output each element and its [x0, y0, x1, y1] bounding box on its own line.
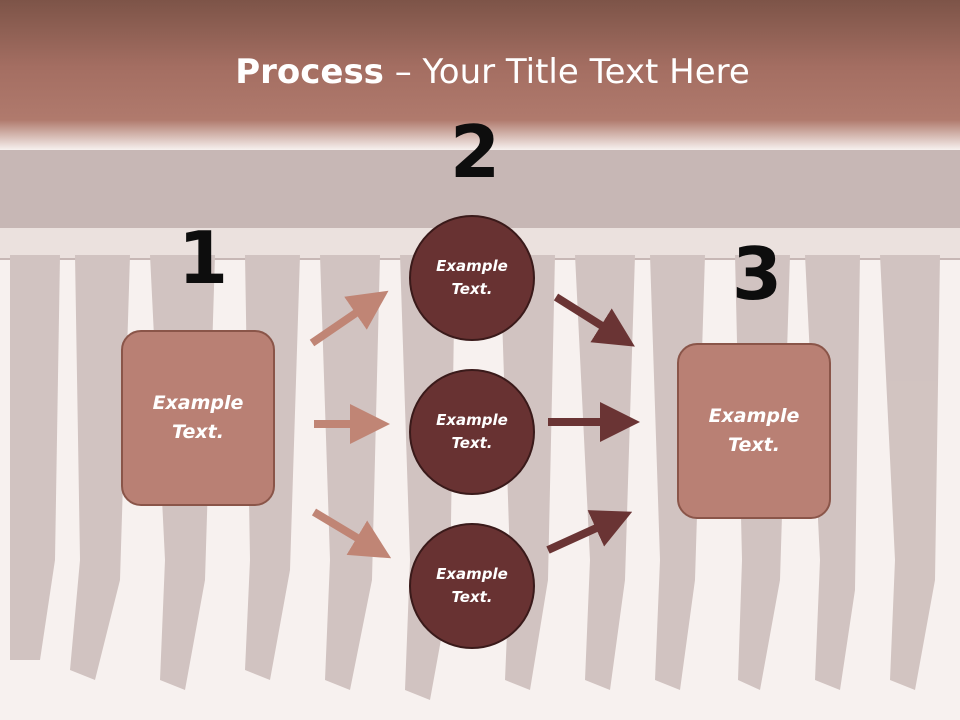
step2-circle-middle: Example Text. [409, 369, 535, 495]
title-bold: Process [235, 52, 384, 92]
step1-box-label: Example Text. [152, 392, 244, 443]
step3-box-label: Example Text. [708, 405, 800, 456]
circle-middle-label: Example Text. [436, 411, 508, 452]
header-band [0, 0, 960, 150]
arrow-right-top [553, 293, 635, 347]
circle-top-label: Example Text. [436, 257, 508, 298]
page-title: Process – Your Title Text Here [0, 52, 960, 92]
step3-box: Example Text. [677, 343, 831, 519]
step2-circle-bottom: Example Text. [409, 523, 535, 649]
step-number-3: 3 [732, 232, 783, 316]
title-rest: – Your Title Text Here [383, 52, 750, 92]
arrow-left-top [309, 290, 389, 347]
step2-circle-top: Example Text. [409, 215, 535, 341]
step1-box: Example Text. [121, 330, 275, 506]
step-number-2: 2 [450, 110, 501, 194]
arrow-right-bottom [546, 510, 633, 554]
circle-bottom-label: Example Text. [436, 565, 508, 606]
step-number-1: 1 [178, 216, 229, 300]
arrow-left-bottom [311, 508, 392, 559]
